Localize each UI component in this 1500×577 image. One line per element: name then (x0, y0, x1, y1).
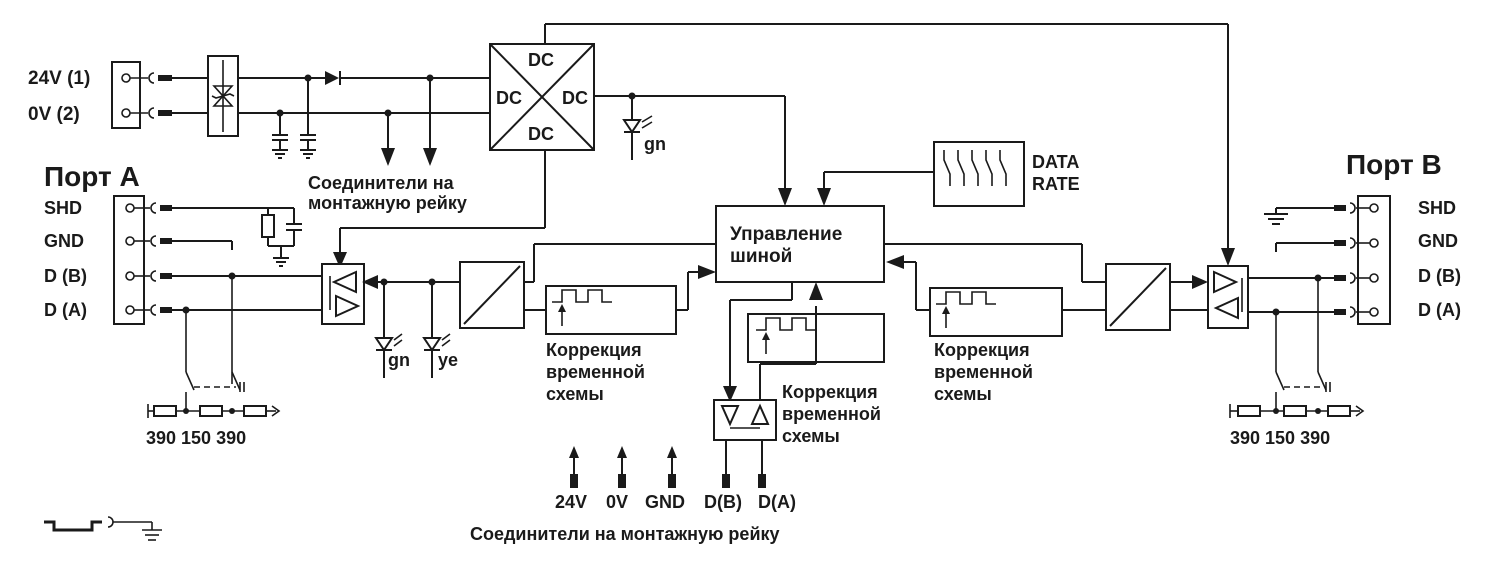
dc-label-right: DC (562, 88, 588, 108)
bottom-pin-24v: 24V (555, 492, 587, 512)
port-a-resistor-values: 390 150 390 (146, 428, 246, 448)
dc-label-top: DC (528, 50, 554, 70)
port-a-connector (113, 195, 145, 325)
timing-center-label-3: схемы (782, 426, 840, 446)
bus-control-label-2: шиной (730, 246, 792, 267)
power-led-label: gn (644, 134, 666, 154)
bottom-pin-0v: 0V (606, 492, 628, 512)
port-a-pin-shd: SHD (44, 198, 82, 218)
timing-b-label-2: временной (934, 362, 1033, 382)
bottom-pin-gnd: GND (645, 492, 685, 512)
data-rate-switch (933, 141, 1025, 207)
timing-box-b (929, 287, 1063, 337)
timing-b-label-3: схемы (934, 384, 992, 404)
bottom-pin-da: D(A) (758, 492, 796, 512)
port-a-pin-gnd: GND (44, 231, 84, 251)
timing-b-label-1: Коррекция (934, 340, 1030, 360)
timing-a-label-1: Коррекция (546, 340, 642, 360)
bus-control-label-1: Управление (730, 224, 842, 245)
timing-a-label-3: схемы (546, 384, 604, 404)
data-rate-label-2: RATE (1032, 174, 1080, 194)
port-a-led-gn: gn (388, 350, 410, 370)
port-b-resistor-values: 390 150 390 (1230, 428, 1330, 448)
power-24v-label: 24V (1) (28, 68, 90, 89)
port-b-pin-da: D (A) (1418, 300, 1461, 320)
data-rate-label-1: DATA (1032, 152, 1079, 172)
port-a-pin-db: D (B) (44, 266, 87, 286)
bottom-pin-db: D(B) (704, 492, 742, 512)
dc-label-bottom: DC (528, 124, 554, 144)
bottom-caption: Соединители на монтажную рейку (470, 524, 780, 544)
din-rail-ground-icon (44, 516, 162, 541)
rail-label-top-1: Соединители на (308, 173, 455, 193)
port-a-pin-da: D (A) (44, 300, 87, 320)
bus-control-block (715, 205, 885, 283)
port-b-title: Порт B (1346, 149, 1442, 180)
dc-label-left: DC (496, 88, 522, 108)
power-0v-label: 0V (2) (28, 104, 80, 125)
port-b-pin-gnd: GND (1418, 231, 1458, 251)
port-b-connector (1357, 195, 1391, 325)
timing-center-label-2: временной (782, 404, 881, 424)
port-b-pin-shd: SHD (1418, 198, 1456, 218)
port-a-transceiver (321, 263, 365, 325)
rail-label-top-2: монтажную рейку (308, 193, 467, 213)
port-a-led-ye: ye (438, 350, 458, 370)
timing-center-label-1: Коррекция (782, 382, 878, 402)
timing-box-a (545, 285, 677, 335)
power-terminal-block (111, 61, 141, 129)
timing-a-label-2: временной (546, 362, 645, 382)
port-a-title: Порт A (44, 161, 140, 192)
port-b-pin-db: D (B) (1418, 266, 1461, 286)
